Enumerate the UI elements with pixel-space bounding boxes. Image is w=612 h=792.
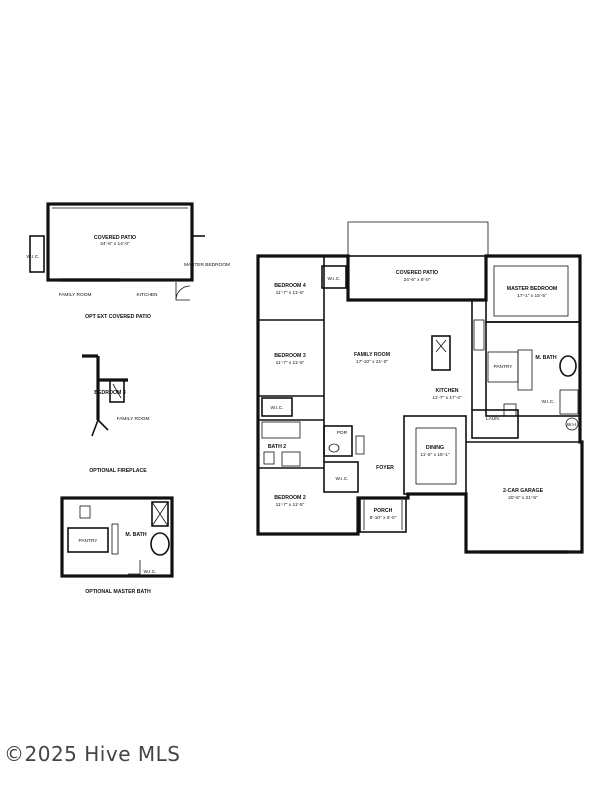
laundry-label: LAUN. xyxy=(486,416,500,422)
master-tray xyxy=(493,265,569,317)
omb-vanity xyxy=(111,523,119,555)
bedroom3-label: BEDROOM 3 xyxy=(274,353,306,359)
laundry-box xyxy=(471,409,519,439)
omb-pantry-label: PANTRY xyxy=(78,538,98,544)
kitchen-dims: 11'-7" x 17'-4" xyxy=(432,395,461,401)
foyer-label: FOYER xyxy=(376,465,394,471)
master-bath-area xyxy=(485,321,581,417)
island-sink-x2 xyxy=(435,339,447,353)
bath2-label: BATH 2 xyxy=(268,444,286,450)
mbath-tub xyxy=(559,355,577,377)
opt-patio-label: COVERED PATIO xyxy=(94,235,136,241)
kitchen-island xyxy=(431,335,451,371)
omb-outline xyxy=(60,496,174,578)
bedroom2-dims: 11'-7" x 11'-5" xyxy=(276,502,305,508)
pantry-label: PANTRY xyxy=(493,364,513,370)
opt-patio-dims: 24'-6" x 14'-0" xyxy=(100,241,130,247)
bath2-tub xyxy=(261,421,301,439)
porch-dims: 8'-10" x 5'-0" xyxy=(370,515,397,521)
bedroom2-label: BEDROOM 2 xyxy=(274,495,306,501)
master-bedroom-dims: 17'-1" x 15'-5" xyxy=(517,293,547,299)
opt-fireplace-group: BEDROOM 3 FAMILY ROOM OPTIONAL FIREPLACE xyxy=(82,354,150,474)
mbath-label: M. BATH xyxy=(535,355,556,361)
garage-dims: 20'-5" x 21'-5" xyxy=(508,495,538,501)
opt-covered-patio-group: COVERED PATIO 24'-6" x 14'-0" W.I.C. MAS… xyxy=(26,202,230,320)
omb-wic-wall xyxy=(128,560,141,575)
bedroom3-dims: 11'-7" x 11'-5" xyxy=(276,360,305,366)
bath2-toilet xyxy=(263,451,275,465)
omb-wic-label: W.I.C. xyxy=(143,569,156,575)
water-heater xyxy=(565,417,579,431)
foyer-closet xyxy=(355,435,365,455)
opt-door-swing xyxy=(175,282,191,301)
porch-label: PORCH xyxy=(374,508,393,514)
wic-b3-label: W.I.C. xyxy=(270,405,283,411)
fp-firebox xyxy=(109,379,125,403)
opt-wic-box xyxy=(29,235,45,273)
opt-kitchen-label: KITCHEN xyxy=(136,292,158,298)
hall-wic-box xyxy=(323,461,359,493)
master-wic-box xyxy=(559,389,579,415)
porch-box xyxy=(359,497,407,533)
bath2-vanity xyxy=(281,451,301,467)
mls-watermark: ©2025 Hive MLS xyxy=(4,742,181,766)
omb-mbath-label: M. BATH xyxy=(125,532,146,538)
pdr-box xyxy=(323,425,353,457)
b4-wic-box xyxy=(321,265,347,289)
omb-toilet xyxy=(79,505,91,519)
wic-b4-label: W.I.C. xyxy=(327,276,340,282)
mbath-vanity xyxy=(517,349,533,391)
fp-family-label: FAMILY ROOM xyxy=(117,416,150,422)
fp-angled-walls xyxy=(91,419,109,437)
family-room-label: FAMILY ROOM xyxy=(354,352,390,358)
fp-hatch xyxy=(112,383,122,399)
dining-label: DINING xyxy=(426,445,444,451)
family-room-dims: 17'-10" x 21'-0" xyxy=(356,359,388,365)
wic-master-label: W.I.C. xyxy=(541,399,554,405)
kitchen-label: KITCHEN xyxy=(435,388,458,394)
water-heater-label: W.H. xyxy=(567,422,577,428)
main-plan-group: COVERED PATIO 24'-6" x 8'-0" BEDROOM 4 1… xyxy=(256,221,584,554)
omb-tub xyxy=(150,532,170,556)
kitchen-counter xyxy=(473,319,485,351)
master-bedroom-label: MASTER BEDROOM xyxy=(507,286,557,292)
pdr-toilet xyxy=(328,443,340,453)
opt-patio-caption: OPT EXT COVERED PATIO xyxy=(85,314,151,320)
fp-bedroom3-label: BEDROOM 3 xyxy=(94,390,126,396)
fp-caption: OPTIONAL FIREPLACE xyxy=(89,468,147,474)
dining-box xyxy=(403,415,467,495)
opt-wic-label: W.I.C. xyxy=(26,254,39,260)
main-patio-label: COVERED PATIO xyxy=(396,270,438,276)
pdr-label: PDR xyxy=(337,430,348,436)
wic-hall-label: W.I.C. xyxy=(335,476,348,482)
opt-patio-extension-outline xyxy=(347,221,489,256)
dining-dims: 11'-5" x 15'-1" xyxy=(420,452,449,458)
omb-caption: OPTIONAL MASTER BATH xyxy=(85,589,151,595)
opt-master-bath-group: PANTRY M. BATH W.I.C. OPTIONAL MASTER BA… xyxy=(60,496,174,595)
main-patio-dims: 24'-6" x 8'-0" xyxy=(404,277,431,283)
opt-family-label: FAMILY ROOM xyxy=(59,292,92,298)
bedroom4-dims: 11'-7" x 11'-5" xyxy=(276,290,305,296)
garage-label: 2-CAR GARAGE xyxy=(503,488,544,494)
dining-inset xyxy=(415,427,457,485)
opt-master-label: MASTER BEDROOM xyxy=(184,262,230,268)
omb-shower xyxy=(151,501,169,527)
omb-shower-x2 xyxy=(151,501,169,527)
bedroom4-label: BEDROOM 4 xyxy=(274,283,306,289)
omb-pantry xyxy=(67,527,109,553)
laundry-washer xyxy=(503,403,517,417)
b3-wic-box xyxy=(261,397,293,417)
